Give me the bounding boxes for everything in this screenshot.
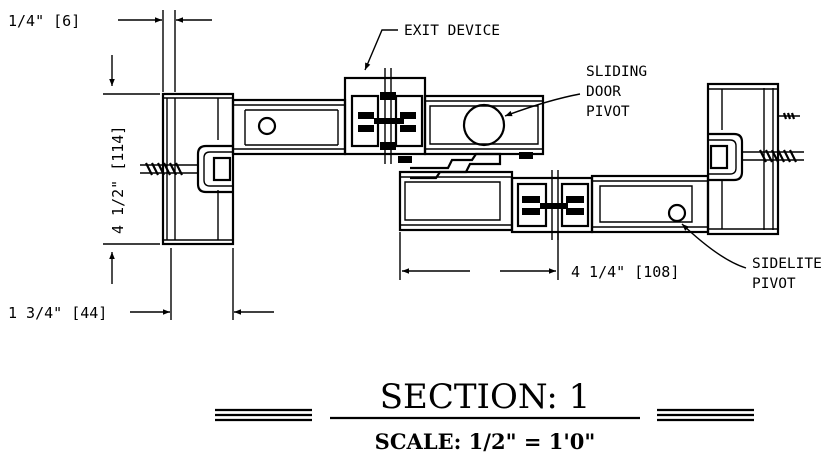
section-scale: SCALE: 1/2" = 1'0" bbox=[375, 429, 596, 454]
sliding-door-pivot-label-3: PIVOT bbox=[586, 104, 630, 120]
section-title: SECTION: 1 bbox=[380, 377, 591, 417]
dimension-width-label: 4 1/4" [108] bbox=[571, 263, 679, 281]
left-jamb bbox=[140, 92, 235, 246]
title-block: SECTION: 1 SCALE: 1/2" = 1'0" bbox=[215, 377, 754, 454]
callout-exit-device: EXIT DEVICE bbox=[364, 23, 500, 71]
sidelite-pivot-label-1: SIDELITE bbox=[752, 256, 822, 272]
dimension-quarter-inch: 1/4" [6] bbox=[8, 10, 212, 92]
sidelite-panel bbox=[398, 170, 710, 240]
dimension-depth-label: 1 3/4" [44] bbox=[8, 304, 107, 322]
sliding-door-pivot-label-1: SLIDING bbox=[586, 64, 647, 80]
sliding-door-pivot-label-2: DOOR bbox=[586, 84, 621, 100]
dimension-width: 4 1/4" [108] bbox=[399, 232, 679, 281]
callout-sliding-door-pivot: SLIDING DOOR PIVOT bbox=[504, 64, 647, 120]
dimension-height: 4 1/2" [114] bbox=[103, 55, 160, 284]
dimension-depth: 1 3/4" [44] bbox=[8, 248, 274, 322]
sliding-door-panel bbox=[231, 68, 545, 180]
right-jamb bbox=[706, 82, 804, 236]
sidelite-pivot-label-2: PIVOT bbox=[752, 276, 796, 292]
dimension-height-label: 4 1/2" [114] bbox=[109, 126, 127, 234]
dimension-quarter-inch-label: 1/4" [6] bbox=[8, 12, 80, 30]
callout-exit-device-label: EXIT DEVICE bbox=[404, 23, 500, 39]
callout-sidelite-pivot: SIDELITE PIVOT bbox=[681, 223, 822, 292]
